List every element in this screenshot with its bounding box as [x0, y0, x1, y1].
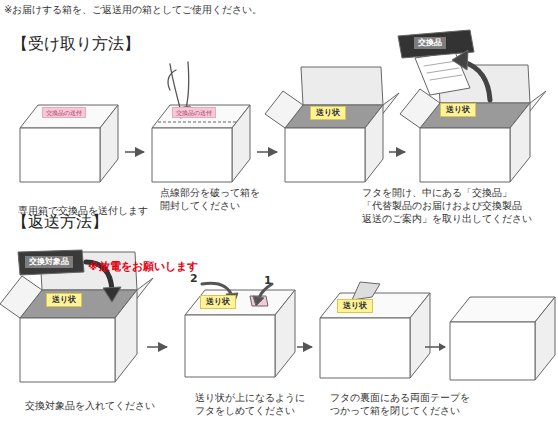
step-illustration: 送り状送り状が上になるように フタをしめてください — [170, 270, 294, 385]
box-front — [420, 128, 510, 182]
caption: フタを開け、中にある「交換品」 「代替製品のお届けおよび交換製品 返送のご案内」… — [362, 187, 544, 225]
device-label: 交換品 — [414, 37, 446, 49]
arrow-head — [103, 287, 121, 302]
step-illustration: 交換品の送付専用箱で交換品を送付します — [18, 95, 122, 185]
box-label: 交換品の送付 — [42, 107, 86, 118]
caption: 点線部分を破って箱を 開封してください — [160, 187, 272, 213]
section-heading: 【受け取り方法】 — [12, 34, 140, 55]
step-arrow — [389, 151, 405, 153]
step-arrow — [147, 346, 167, 348]
shipping-label: 送り状 — [440, 103, 476, 117]
step-illustration: 送り状フタの裏面にある両面テープを つかって箱を閉じてください — [315, 285, 421, 385]
step-illustration: 送り状交換品フタを開け、中にある「交換品」 「代替製品のお届けおよび交換製品 返… — [408, 30, 548, 180]
box-side — [100, 105, 118, 182]
box-front — [185, 315, 275, 377]
caption: 送り状が上になるように フタをしめてください — [195, 392, 313, 418]
box-side — [365, 105, 383, 182]
step-illustration: 送り状 — [280, 60, 386, 185]
box-label: 交換品の送付 — [172, 107, 216, 118]
callout-number: 1 — [264, 274, 272, 287]
box-side — [115, 290, 137, 382]
box-front — [20, 128, 100, 182]
hand — [168, 62, 189, 111]
box-flap — [265, 91, 303, 128]
arrow-head — [452, 50, 468, 70]
step-arrow — [125, 151, 144, 153]
shipping-label: 送り状 — [310, 106, 346, 120]
device-label: 交換対象品 — [25, 256, 73, 268]
box-front — [320, 318, 410, 378]
box-side — [535, 297, 555, 380]
box-flap — [0, 276, 42, 318]
note: ※お届けする箱を、ご返送用の箱としてご使用ください。 — [4, 3, 262, 17]
box-front — [20, 318, 115, 382]
arrow-head — [253, 296, 264, 306]
box-front — [152, 128, 232, 182]
step-illustration: 交換品の送付点線部分を破って箱を 開封してください — [147, 60, 254, 185]
callout-number: 2 — [190, 272, 198, 285]
box-front — [450, 322, 535, 380]
box-flap — [400, 89, 440, 128]
box-flap — [301, 67, 383, 105]
box-side — [275, 290, 295, 377]
lifted-flap — [352, 282, 380, 300]
shipping-label: 送り状 — [337, 299, 373, 313]
paper-lines — [424, 61, 462, 80]
arrow-head — [439, 343, 446, 351]
shipping-label: 送り状 — [200, 295, 236, 309]
pink-label — [250, 296, 268, 306]
box-front — [285, 128, 365, 182]
shipping-label: 送り状 — [46, 293, 82, 307]
step-illustration: 交換対象品※放電をお願いします送り状交換対象品を入れてください — [16, 248, 144, 388]
box-side — [232, 105, 250, 182]
return-device — [18, 250, 84, 275]
box-side — [410, 293, 430, 378]
warning-note: ※放電をお願いします — [88, 260, 198, 273]
perforation-line — [158, 122, 236, 123]
step-arrow — [257, 151, 277, 153]
section-heading: 【返送方法】 — [12, 212, 108, 233]
step-arrow — [297, 346, 312, 348]
curved-arrow — [464, 62, 490, 100]
caption: 交換対象品を入れてください — [25, 400, 185, 413]
box-side — [510, 103, 530, 182]
caption: フタの裏面にある両面テープを つかって箱を閉じてください — [330, 392, 480, 418]
